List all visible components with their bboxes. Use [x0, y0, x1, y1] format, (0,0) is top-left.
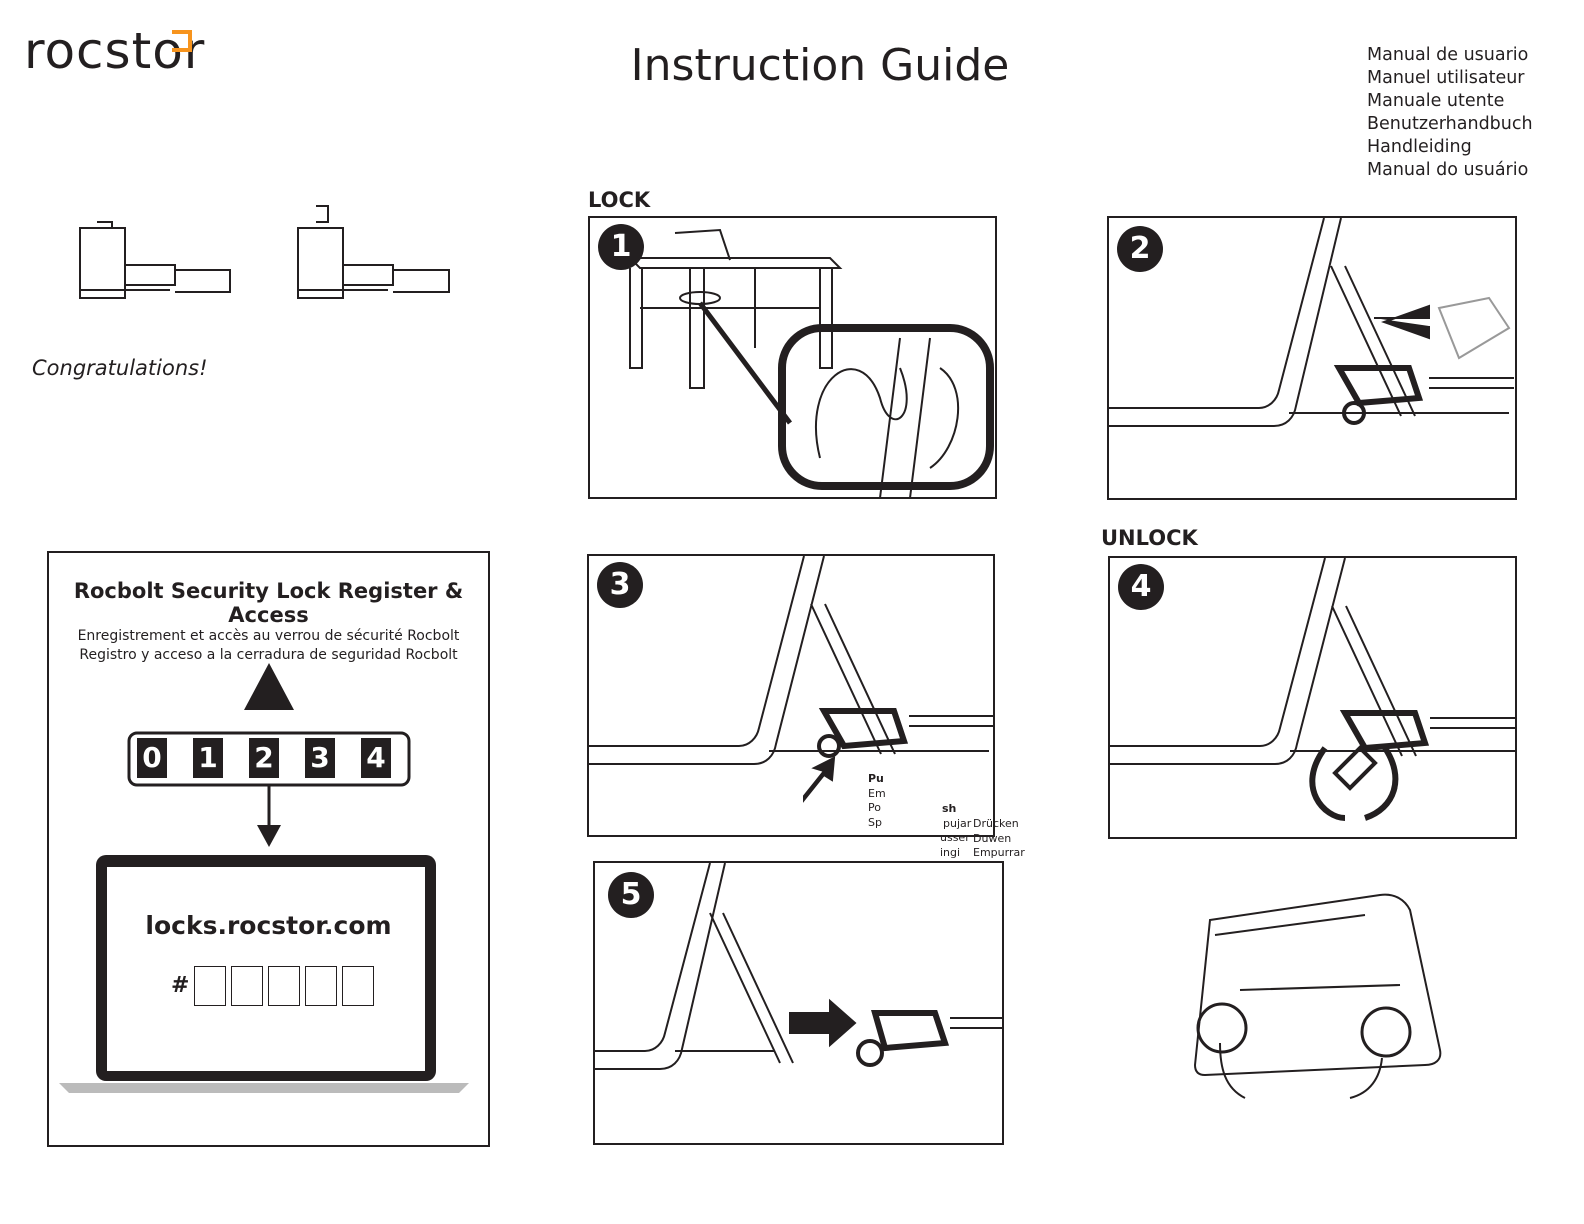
- push-label: pujar: [943, 816, 972, 830]
- push-label: Duwen: [973, 831, 1012, 845]
- digit: 4: [361, 738, 391, 778]
- step-number-badge: 3: [597, 562, 643, 608]
- step-number-badge: 5: [608, 872, 654, 918]
- language-item: Manuale utente: [1367, 91, 1505, 111]
- register-subtitle-fr: Enregistrement et accès au verrou de séc…: [77, 628, 460, 644]
- language-item: Benutzerhandbuch: [1367, 114, 1533, 134]
- push-label: Sp: [868, 815, 882, 829]
- code-box[interactable]: [305, 966, 337, 1006]
- register-url[interactable]: locks.rocstor.com: [145, 911, 392, 940]
- push-label: usser: [940, 831, 970, 844]
- step-2-panel: 2: [1107, 216, 1517, 500]
- push-label: Po: [868, 801, 881, 814]
- push-labels-col2: sh pujar usser ingi: [940, 802, 971, 860]
- register-subtitle-es: Registro y acceso a la cerradura de segu…: [79, 647, 458, 663]
- tablet-lock-insert-illustration: [1109, 218, 1514, 427]
- code-box[interactable]: [342, 966, 374, 1006]
- congratulations-text: Congratulations!: [32, 356, 208, 380]
- logo-accent: [172, 30, 192, 52]
- step-1-panel: 1: [588, 216, 997, 499]
- page-title: Instruction Guide: [630, 40, 1010, 91]
- step-4-panel: 4: [1108, 556, 1517, 839]
- code-box[interactable]: [268, 966, 300, 1006]
- push-label: sh: [942, 802, 957, 815]
- language-item: Handleiding: [1367, 137, 1472, 157]
- push-label: Empurrar: [973, 846, 1025, 859]
- push-label: Drücken: [973, 817, 1019, 830]
- step-number-badge: 2: [1117, 226, 1163, 272]
- step-number-badge: 1: [598, 224, 644, 270]
- combination-dial: [127, 731, 411, 787]
- register-title: Rocbolt Security Lock Register & Access: [73, 579, 464, 627]
- step-3-panel: 3: [587, 554, 995, 837]
- digit: 3: [305, 738, 335, 778]
- push-label: ingi: [940, 845, 961, 859]
- code-box[interactable]: [194, 966, 226, 1006]
- register-access-box: Rocbolt Security Lock Register & Access …: [47, 551, 490, 1147]
- push-label: Pu: [868, 772, 884, 785]
- digit: 2: [249, 738, 279, 778]
- rocstor-logo: rocstor: [24, 22, 205, 80]
- combination-digits: 0 1 2 3 4: [137, 738, 391, 778]
- language-list: Manual de usuario Manuel utilisateur Man…: [1367, 44, 1533, 182]
- step-5-panel: 5: [593, 861, 1004, 1145]
- language-item: Manuel utilisateur: [1367, 68, 1525, 88]
- code-entry-boxes: [194, 966, 374, 1006]
- push-labels-col1: Pu Em Po Sp: [868, 772, 886, 830]
- remove-lock-illustration: [595, 863, 1002, 1070]
- language-item: Manual do usuário: [1367, 160, 1529, 180]
- lock-heading: LOCK: [588, 188, 651, 212]
- code-box[interactable]: [231, 966, 263, 1006]
- register-illustration: [59, 663, 469, 1093]
- rotate-key-illustration: [1110, 558, 1515, 821]
- step-number-badge: 4: [1118, 564, 1164, 610]
- laptop-base: [59, 1083, 469, 1093]
- language-item: Manual de usuario: [1367, 45, 1529, 65]
- push-label: Em: [868, 786, 886, 800]
- digit: 0: [137, 738, 167, 778]
- arrow-down-icon: [257, 825, 281, 847]
- warning-icon: [244, 663, 294, 710]
- hash-label: #: [171, 973, 190, 998]
- digit: 1: [193, 738, 223, 778]
- desk-cable-illustration: [627, 228, 994, 497]
- unlock-heading: UNLOCK: [1101, 526, 1198, 550]
- push-lock-illustration: [589, 556, 993, 803]
- push-labels-col3: Drücken Duwen Empurrar: [973, 817, 1025, 861]
